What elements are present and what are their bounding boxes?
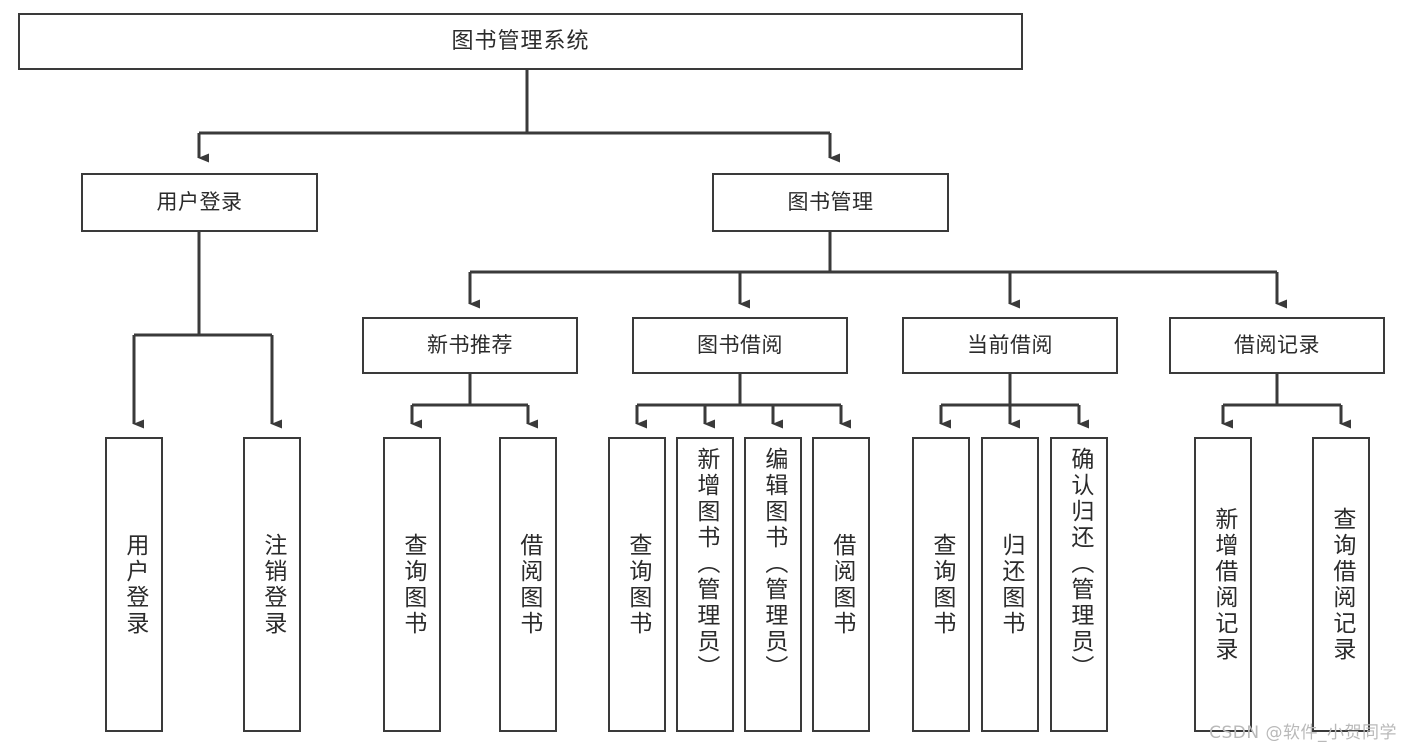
node-current-borrow[interactable]: 当前借阅 — [902, 317, 1118, 374]
node-label: 查询借阅记录 — [1328, 506, 1355, 663]
leaf-borrow-record-add-record[interactable]: 新增借阅记录 — [1194, 437, 1252, 732]
node-label: 借阅图书 — [515, 532, 542, 637]
node-label: 归还图书 — [997, 532, 1024, 637]
node-root-library-management-system[interactable]: 图书管理系统 — [18, 13, 1023, 70]
node-label: 新增借阅记录 — [1210, 506, 1237, 663]
node-label: 查询图书 — [624, 532, 651, 637]
leaf-current-borrow-query-book[interactable]: 查询图书 — [912, 437, 970, 732]
leaf-user-login-login[interactable]: 用户登录 — [105, 437, 163, 732]
node-book-management[interactable]: 图书管理 — [712, 173, 949, 232]
connector-root-to-level2 — [197, 70, 840, 163]
connector-new-book-to-leaves — [410, 374, 538, 429]
leaf-book-borrow-edit-book-admin[interactable]: 编辑图书（管理员） — [744, 437, 802, 732]
node-label: 查询图书 — [399, 532, 426, 637]
node-label: 新书推荐 — [427, 333, 513, 358]
node-label: 注销登录 — [259, 532, 286, 637]
leaf-borrow-record-query-record[interactable]: 查询借阅记录 — [1312, 437, 1370, 732]
leaf-user-login-logout[interactable]: 注销登录 — [243, 437, 301, 732]
node-label: 用户登录 — [156, 190, 243, 215]
node-label: 查询图书 — [928, 532, 955, 637]
leaf-book-borrow-borrow-book[interactable]: 借阅图书 — [812, 437, 870, 732]
connector-book-management-to-level3 — [468, 232, 1287, 309]
node-label: 图书管理系统 — [451, 28, 590, 54]
leaf-current-borrow-return-book[interactable]: 归还图书 — [981, 437, 1039, 732]
leaf-book-borrow-query-book[interactable]: 查询图书 — [608, 437, 666, 732]
leaf-new-book-query-book[interactable]: 查询图书 — [383, 437, 441, 732]
node-user-login[interactable]: 用户登录 — [81, 173, 318, 232]
node-label: 当前借阅 — [967, 333, 1053, 358]
node-label: 图书管理 — [787, 190, 874, 215]
node-label: 图书借阅 — [697, 333, 783, 358]
connector-borrow-record-to-leaves — [1221, 374, 1351, 429]
connector-current-borrow-to-leaves — [939, 374, 1089, 429]
node-borrow-record[interactable]: 借阅记录 — [1169, 317, 1385, 374]
node-book-borrow[interactable]: 图书借阅 — [632, 317, 848, 374]
node-label: 用户登录 — [121, 532, 148, 637]
node-label: 借阅记录 — [1234, 333, 1320, 358]
leaf-new-book-borrow-book[interactable]: 借阅图书 — [499, 437, 557, 732]
node-label: 借阅图书 — [828, 532, 855, 637]
leaf-current-borrow-confirm-return-admin[interactable]: 确认归还（管理员） — [1050, 437, 1108, 732]
node-new-book-recommend[interactable]: 新书推荐 — [362, 317, 578, 374]
node-label: 新增图书（管理员） — [692, 447, 719, 681]
connector-user-login-to-leaves — [132, 232, 282, 429]
node-label: 确认归还（管理员） — [1066, 447, 1093, 681]
connector-book-borrow-to-leaves — [635, 374, 851, 429]
node-label: 编辑图书（管理员） — [760, 447, 787, 681]
leaf-book-borrow-add-book-admin[interactable]: 新增图书（管理员） — [676, 437, 734, 732]
